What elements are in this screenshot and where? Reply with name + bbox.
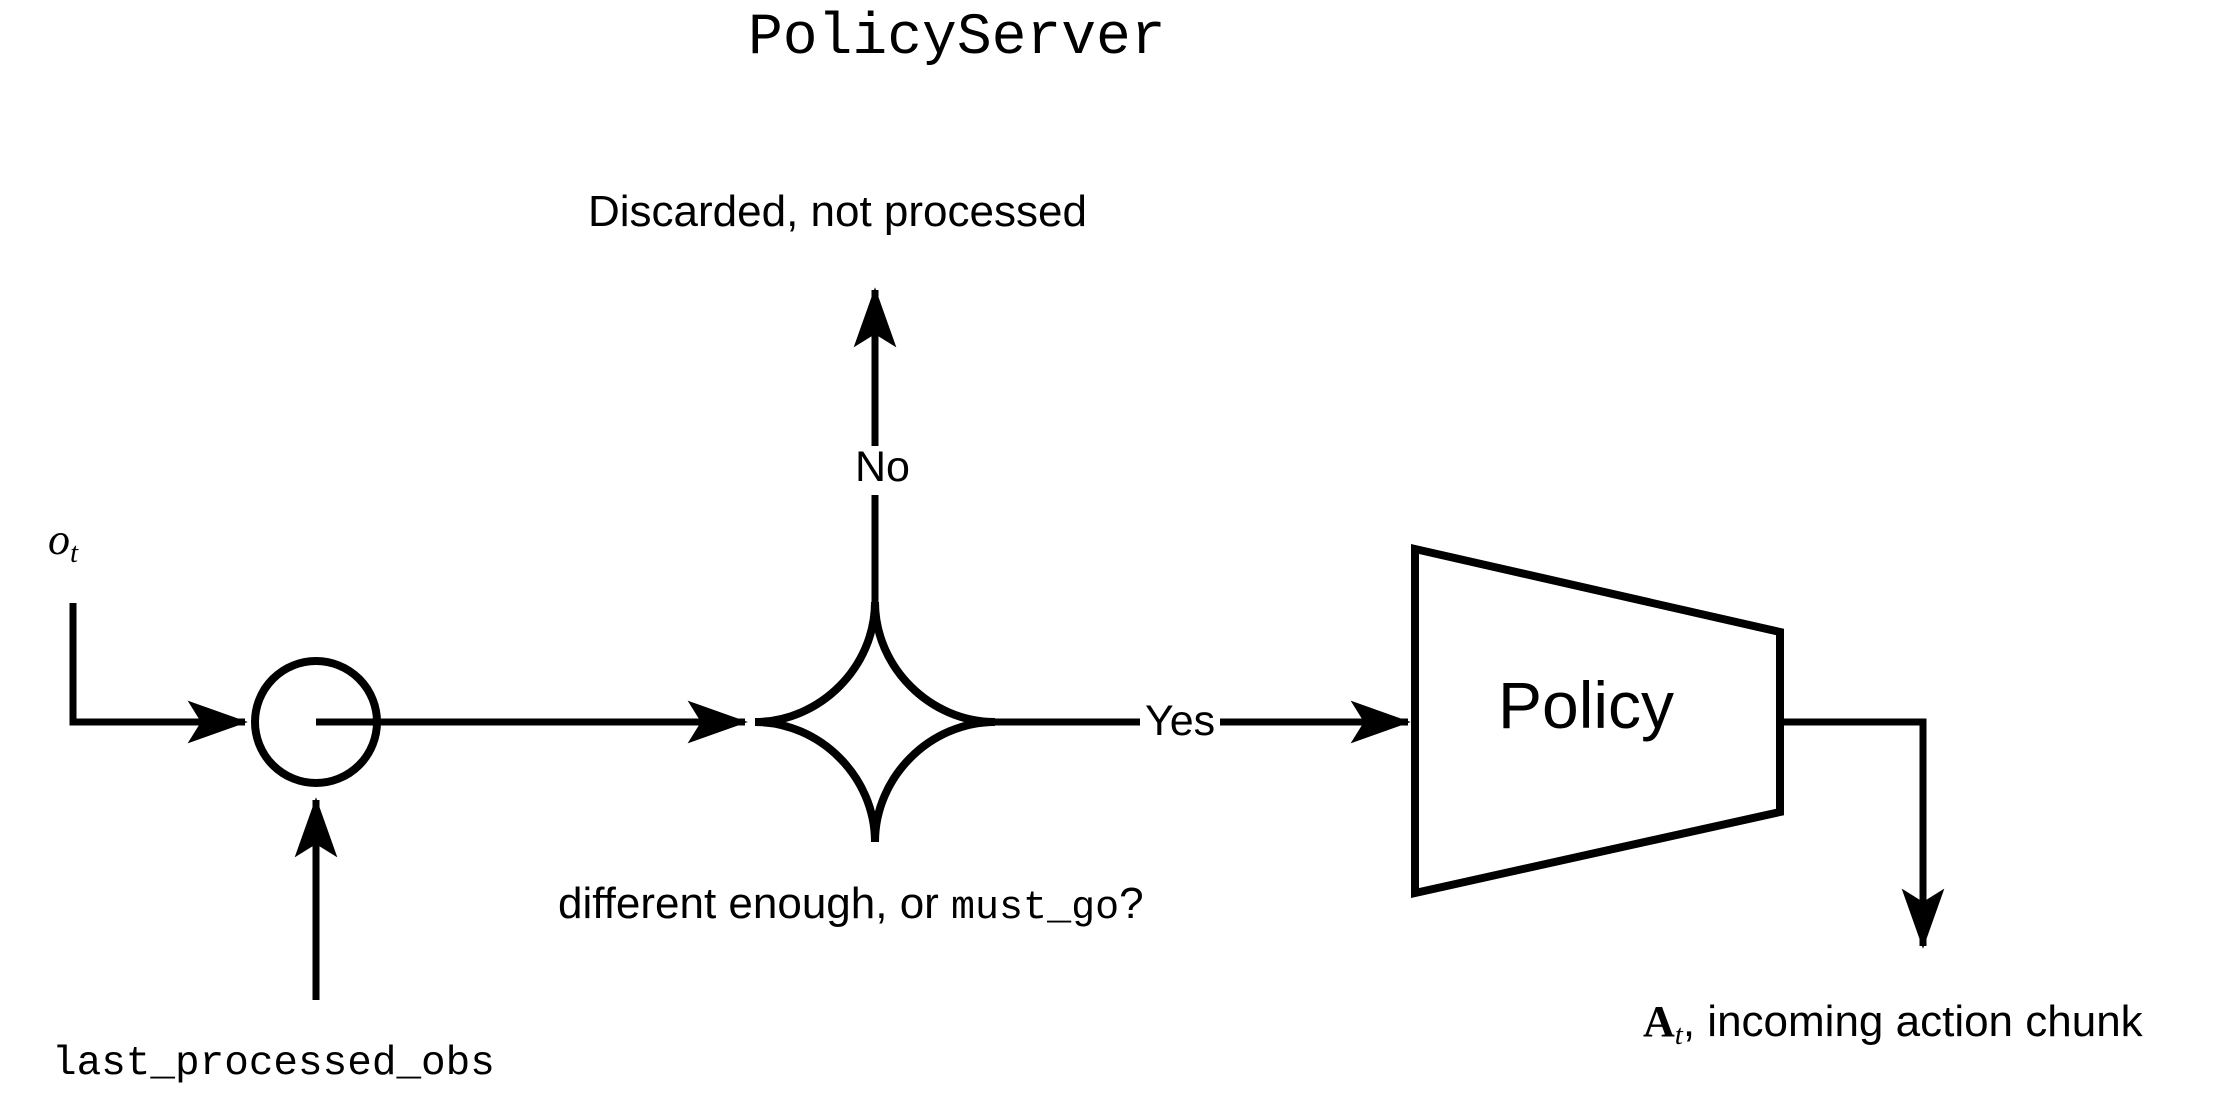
decision-node [754,601,996,843]
observation-subscript: t [70,537,79,570]
last-processed-obs-label: last_processed_obs [52,1041,495,1087]
policy-block [1411,543,1784,898]
action-chunk-label: At, incoming action chunk [1643,1000,2143,1050]
observation-symbol-label: ot [48,518,78,568]
edge-label-yes: Yes [1140,700,1221,743]
decision-label-code: must_go [951,886,1120,931]
observation-input-edge [69,603,248,744]
action-chunk-symbol: A [1643,997,1675,1046]
action-chunk-output-edge [1780,718,1945,949]
action-chunk-subscript: t [1674,1019,1683,1052]
discarded-label: Discarded, not processed [588,187,1087,236]
policy-block-label: Policy [1498,668,1675,742]
decision-node-label: different enough, or must_go? [558,882,1144,929]
decision-label-suffix: ? [1119,879,1144,928]
observation-symbol: o [48,515,70,564]
decision-label-prefix: different enough, or [558,879,952,928]
edge-label-no: No [851,446,914,489]
page-title: PolicyServer [748,6,1166,71]
action-chunk-description: , incoming action chunk [1682,997,2143,1046]
